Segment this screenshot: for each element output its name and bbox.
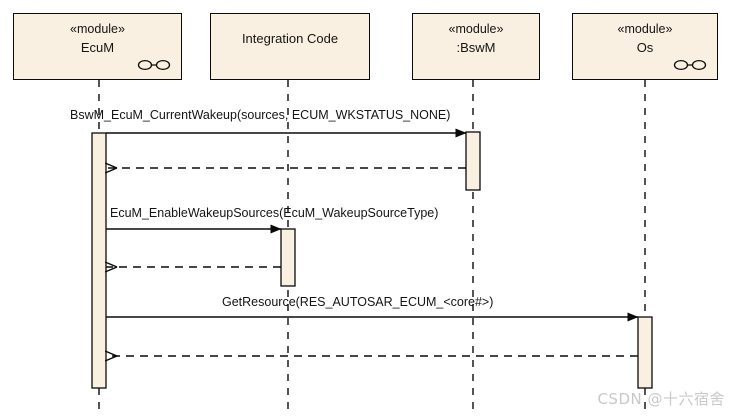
participant-stereotype: «module»: [617, 22, 673, 36]
lifelines-group: [98, 80, 646, 412]
participant-box-os[interactable]: «module» Os: [572, 13, 718, 80]
participant-stereotype: «module»: [70, 22, 125, 36]
message-label-3: EcuM_EnableWakeupSources(EcuM_WakeupSour…: [110, 206, 439, 220]
activation-bar-bswm[interactable]: [465, 131, 481, 191]
activation-bar-integration-code[interactable]: [280, 228, 296, 287]
ball-and-socket-interface-icon: [673, 59, 707, 71]
ball-and-socket-interface-icon: [137, 59, 171, 71]
participant-name: EcuM: [80, 40, 115, 55]
participant-stereotype: «module»: [448, 22, 504, 36]
watermark-text: CSDN @十六宿舍: [597, 390, 725, 408]
participant-name: Os: [636, 40, 654, 55]
activation-bar-ecum[interactable]: [91, 132, 107, 389]
participant-box-bswm[interactable]: «module» :BswM: [412, 13, 540, 80]
activation-bar-os[interactable]: [637, 316, 653, 389]
participant-name: :BswM: [456, 40, 496, 55]
activation-bars-group: [91, 131, 653, 389]
participant-name: Integration Code: [241, 31, 339, 46]
message-arrows-group: [106, 128, 639, 356]
message-label-1: BswM_EcuM_CurrentWakeup(sources, ECUM_WK…: [70, 108, 451, 122]
participant-box-integration-code[interactable]: Integration Code: [210, 13, 370, 80]
participant-box-ecum[interactable]: «module» EcuM: [13, 13, 182, 80]
message-label-5: GetResource(RES_AUTOSAR_ECUM_<core#>): [222, 295, 494, 309]
